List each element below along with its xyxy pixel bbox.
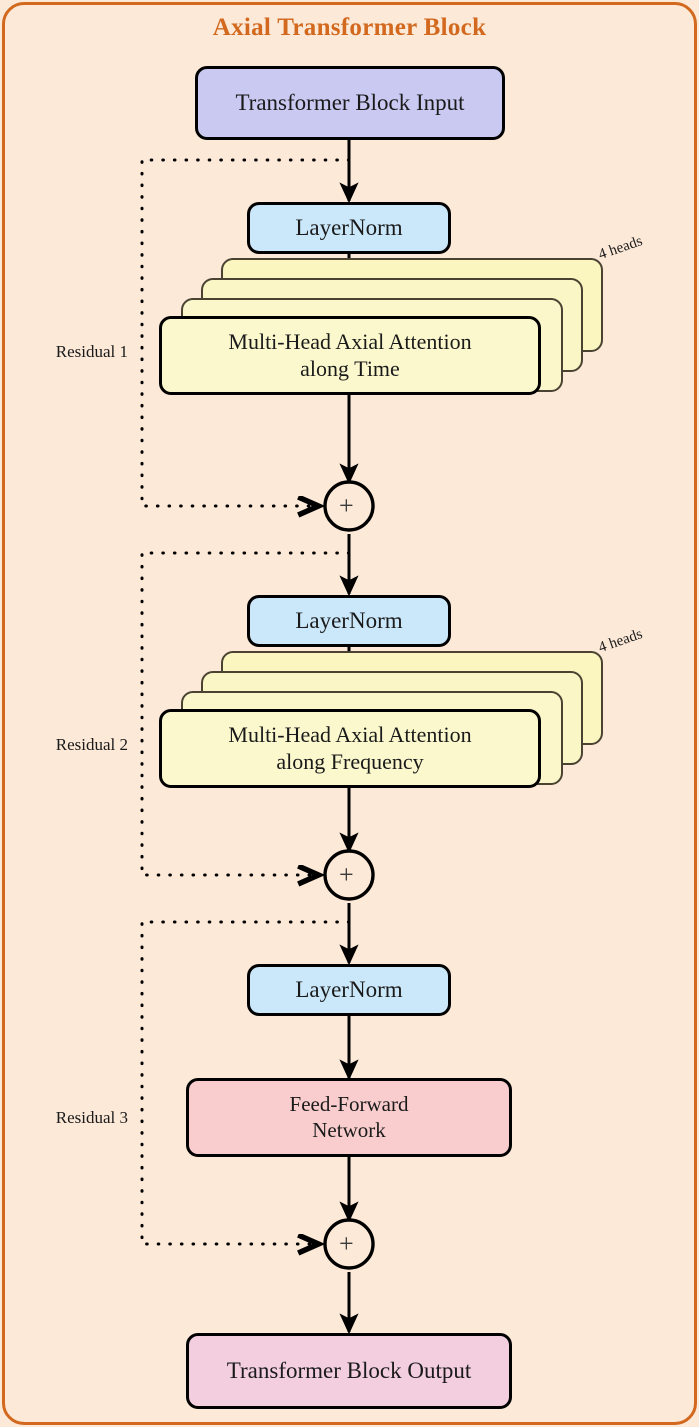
node-layernorm-1[interactable]: LayerNorm: [247, 202, 451, 254]
node-transformer-block-input[interactable]: Transformer Block Input: [195, 66, 505, 140]
attention-frequency-label-line1: Multi-Head Axial Attention: [228, 721, 472, 747]
attention-time-label-line1: Multi-Head Axial Attention: [228, 328, 472, 354]
node-layernorm-1-label: LayerNorm: [295, 214, 403, 240]
residual-3-label: Residual 3: [55, 1108, 128, 1127]
node-layernorm-3[interactable]: LayerNorm: [247, 964, 451, 1016]
node-layernorm-3-label: LayerNorm: [295, 976, 403, 1002]
node-transformer-block-output-label: Transformer Block Output: [226, 1357, 472, 1383]
attention-frequency-label-line2: along Frequency: [276, 748, 424, 774]
residual-1-label: Residual 1: [55, 342, 128, 361]
node-transformer-block-input-label: Transformer Block Input: [235, 89, 465, 115]
node-transformer-block-output[interactable]: Transformer Block Output: [186, 1333, 512, 1409]
ffn-label-line2: Network: [312, 1117, 386, 1142]
node-layernorm-2-label: LayerNorm: [295, 607, 403, 633]
residual-2-label: Residual 2: [55, 735, 128, 754]
ffn-label-line1: Feed-Forward: [289, 1091, 409, 1116]
node-layernorm-2[interactable]: LayerNorm: [247, 595, 451, 647]
attention-time-label-line2: along Time: [300, 355, 400, 381]
page-title: Axial Transformer Block: [212, 14, 487, 41]
